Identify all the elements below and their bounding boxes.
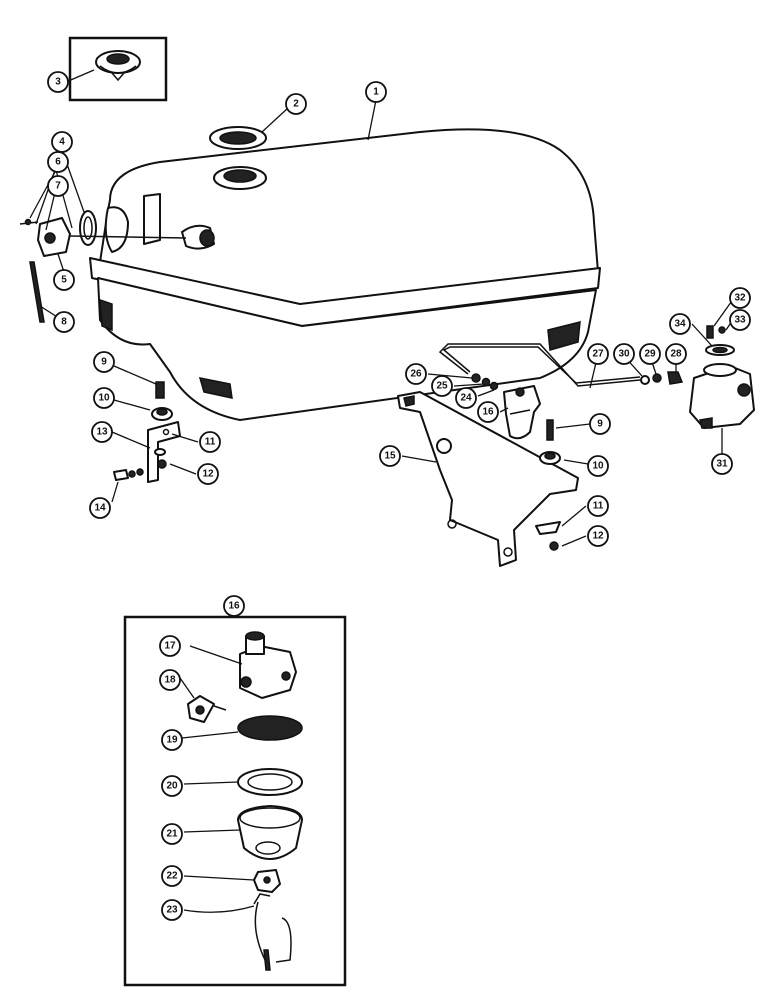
callout-10a: 10 <box>93 387 115 409</box>
fuel-line <box>438 343 684 391</box>
filler-cap-inset <box>68 36 168 102</box>
svg-text:13: 13 <box>96 427 108 438</box>
callout-23: 23 <box>161 899 183 921</box>
cap-gasket <box>209 126 267 150</box>
svg-text:12: 12 <box>592 531 604 542</box>
svg-text:9: 9 <box>101 357 107 368</box>
callout-34: 34 <box>669 313 691 335</box>
svg-text:1: 1 <box>373 87 379 98</box>
right-mounting-bracket <box>397 391 579 567</box>
callout-28: 28 <box>665 343 687 365</box>
svg-text:28: 28 <box>670 349 682 360</box>
callout-10b: 10 <box>587 455 609 477</box>
callout-6: 6 <box>47 151 69 173</box>
left-mounting-bracket <box>113 381 181 483</box>
svg-text:31: 31 <box>716 459 728 470</box>
callout-12b: 12 <box>587 525 609 547</box>
svg-text:2: 2 <box>293 99 299 110</box>
callout-19: 19 <box>161 729 183 751</box>
svg-text:8: 8 <box>61 317 67 328</box>
callout-15: 15 <box>379 445 401 467</box>
svg-text:26: 26 <box>410 369 422 380</box>
callout-18: 18 <box>159 669 181 691</box>
svg-text:10: 10 <box>98 393 110 404</box>
callout-16a: 16 <box>477 401 499 423</box>
callout-24: 24 <box>455 387 477 409</box>
svg-text:14: 14 <box>94 503 106 514</box>
svg-text:5: 5 <box>61 275 67 286</box>
svg-text:18: 18 <box>164 675 176 686</box>
svg-text:17: 17 <box>164 641 176 652</box>
callout-20: 20 <box>161 775 183 797</box>
svg-text:33: 33 <box>734 315 746 326</box>
svg-text:34: 34 <box>674 319 686 330</box>
svg-text:4: 4 <box>59 137 65 148</box>
callout-27: 27 <box>587 343 609 365</box>
callout-5: 5 <box>53 269 75 291</box>
svg-text:12: 12 <box>202 469 214 480</box>
svg-text:6: 6 <box>55 157 61 168</box>
callout-14: 14 <box>89 497 111 519</box>
callout-8: 8 <box>53 311 75 333</box>
svg-text:15: 15 <box>384 451 396 462</box>
callout-2: 2 <box>285 93 307 115</box>
svg-text:3: 3 <box>55 77 61 88</box>
callout-3: 3 <box>47 71 69 93</box>
svg-text:32: 32 <box>734 293 746 304</box>
callout-30: 30 <box>613 343 635 365</box>
svg-text:20: 20 <box>166 781 178 792</box>
svg-text:19: 19 <box>166 735 178 746</box>
callout-33: 33 <box>729 309 751 331</box>
svg-text:23: 23 <box>166 905 178 916</box>
svg-text:25: 25 <box>436 381 448 392</box>
callout-11a: 11 <box>199 431 221 453</box>
callout-17: 17 <box>159 635 181 657</box>
callout-26: 26 <box>405 363 427 385</box>
callout-21: 21 <box>161 823 183 845</box>
svg-text:22: 22 <box>166 871 178 882</box>
sediment-bowl-installed <box>503 385 541 440</box>
callout-9b: 9 <box>589 413 611 435</box>
callout-13: 13 <box>91 421 113 443</box>
svg-text:11: 11 <box>205 437 216 448</box>
svg-text:24: 24 <box>460 393 472 404</box>
svg-text:9: 9 <box>597 419 603 430</box>
callout-12a: 12 <box>197 463 219 485</box>
callout-16b: 16 <box>223 595 245 617</box>
svg-text:30: 30 <box>618 349 630 360</box>
sediment-bowl-inset <box>123 615 347 987</box>
callout-7: 7 <box>47 175 69 197</box>
callout-31: 31 <box>711 453 733 475</box>
callout-25: 25 <box>431 375 453 397</box>
callout-22: 22 <box>161 865 183 887</box>
svg-text:16: 16 <box>482 407 494 418</box>
callout-29: 29 <box>639 343 661 365</box>
svg-text:11: 11 <box>593 501 604 512</box>
svg-text:7: 7 <box>55 181 61 192</box>
callout-32: 32 <box>729 287 751 309</box>
callout-9a: 9 <box>93 351 115 373</box>
svg-text:21: 21 <box>166 829 178 840</box>
svg-text:16: 16 <box>228 601 240 612</box>
svg-text:27: 27 <box>592 349 604 360</box>
svg-text:10: 10 <box>592 461 604 472</box>
callout-11b: 11 <box>587 495 609 517</box>
fuel-tank <box>89 128 601 421</box>
callout-1: 1 <box>365 81 387 103</box>
svg-text:29: 29 <box>644 349 656 360</box>
callout-4: 4 <box>51 131 73 153</box>
carburetor <box>689 325 755 429</box>
